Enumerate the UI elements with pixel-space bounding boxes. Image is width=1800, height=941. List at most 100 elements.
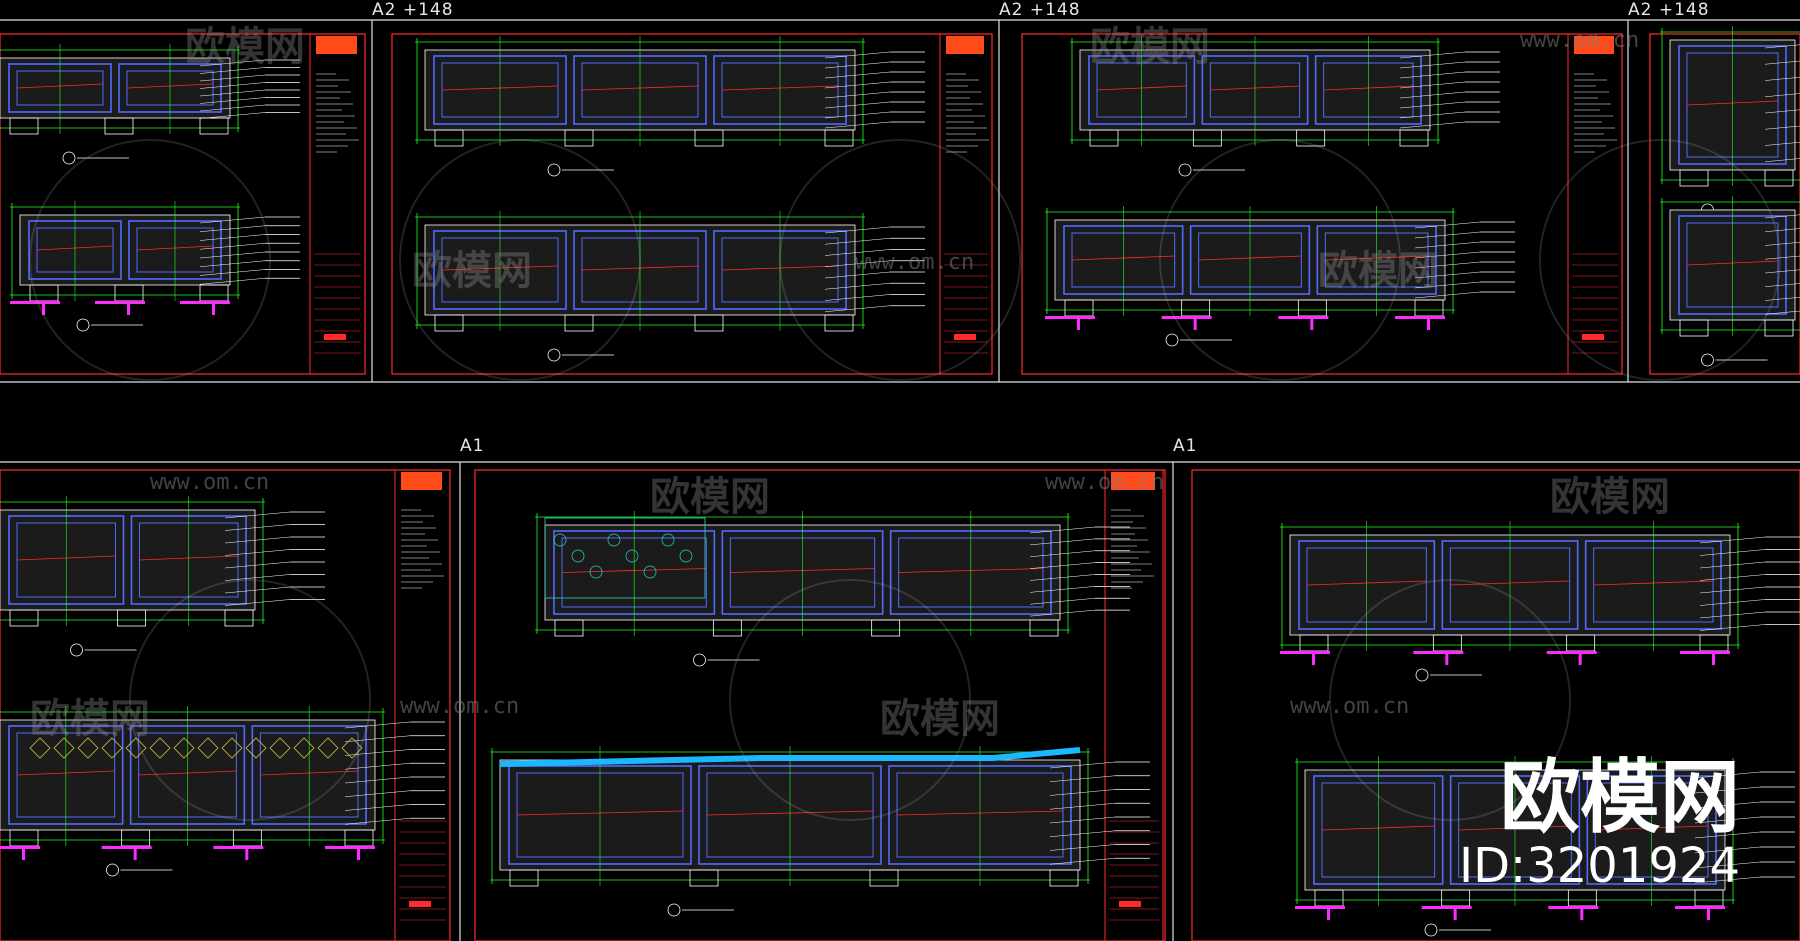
- leader-line: [1414, 261, 1481, 269]
- leader-line: [1699, 599, 1766, 606]
- support-block: [344, 829, 374, 847]
- support-block: [1679, 169, 1709, 187]
- section-drawing: [1045, 206, 1515, 347]
- magenta-footing: [1280, 651, 1330, 654]
- title-block: [1104, 469, 1164, 941]
- title-block: [309, 33, 366, 375]
- watermark-url: www.om.cn: [150, 470, 270, 495]
- leader-line: [344, 790, 411, 797]
- leader-line: [199, 251, 266, 259]
- support-block: [224, 609, 254, 627]
- magenta-footing: [1548, 906, 1599, 909]
- leader-line: [824, 271, 891, 279]
- magenta-footing: [1278, 316, 1329, 319]
- section-drawing: [1660, 26, 1800, 217]
- leader-line: [824, 101, 891, 109]
- support-block: [694, 129, 724, 147]
- support-block: [434, 314, 464, 332]
- leader-line: [1764, 297, 1800, 301]
- leader-line: [344, 763, 411, 770]
- leader-line: [224, 511, 291, 519]
- watermark-logo: 欧模网: [30, 696, 150, 742]
- pavement-tile: [173, 737, 195, 759]
- leader-line: [344, 818, 411, 825]
- leader-line: [824, 260, 891, 267]
- support-block: [1432, 634, 1462, 652]
- magenta-post: [42, 301, 45, 315]
- support-block: [1764, 169, 1794, 187]
- title-block-frame: [1567, 33, 1623, 375]
- leader-line: [1764, 283, 1800, 287]
- section-drawing: [1660, 196, 1800, 367]
- leader-line: [199, 112, 266, 119]
- watermark-rings: [29, 139, 1781, 821]
- leader-line: [1029, 609, 1096, 617]
- section-marker: [1701, 353, 1714, 367]
- title-block-logo: [946, 36, 984, 54]
- support-block: [1699, 634, 1729, 652]
- pavement-tile: [293, 737, 315, 759]
- watermark-url: www.om.cn: [1045, 470, 1165, 495]
- leader-line: [1414, 241, 1481, 249]
- leader-line: [824, 283, 891, 290]
- section-drawing: [0, 706, 445, 877]
- drawing-frame: [1191, 469, 1800, 941]
- watermark-logo: 欧模网: [1550, 474, 1670, 520]
- watermark-ring: [129, 579, 371, 821]
- magenta-post: [1077, 316, 1080, 330]
- magenta-post: [1453, 906, 1457, 920]
- leader-line: [1049, 803, 1116, 810]
- magenta-post: [357, 846, 360, 860]
- magenta-footing: [1045, 316, 1095, 319]
- pavement-pattern: [29, 517, 706, 759]
- title-block-stamp: [409, 901, 431, 907]
- sheet-label-top-2: A2 +148: [999, 0, 1081, 20]
- section-drawing: [415, 211, 925, 362]
- support-block: [689, 869, 719, 887]
- leader-line: [1699, 536, 1766, 544]
- watermark-ring: [1329, 579, 1571, 821]
- leader-line: [1414, 231, 1481, 239]
- support-block: [1314, 889, 1344, 907]
- magenta-post: [1445, 651, 1449, 665]
- leader-line: [1694, 846, 1761, 854]
- section-drawing: [0, 44, 300, 165]
- leader-line: [1764, 255, 1800, 260]
- pavement-tile: [29, 737, 51, 759]
- magenta-post: [127, 301, 130, 315]
- leader-line: [1029, 538, 1096, 546]
- leader-line: [224, 549, 291, 556]
- leader-line: [1049, 789, 1116, 796]
- magenta-post: [245, 846, 249, 860]
- watermark-logo: 欧模网: [185, 24, 305, 70]
- title-block-stamp: [1119, 901, 1141, 907]
- planting-shrub: [571, 549, 585, 563]
- support-block: [509, 869, 539, 887]
- section-marker: [1424, 923, 1438, 937]
- leader-line: [824, 121, 891, 129]
- sheet-label-top-1: A2 +148: [372, 0, 454, 20]
- magenta-footing: [101, 846, 152, 849]
- support-block: [9, 117, 39, 135]
- leader-line: [824, 61, 891, 69]
- watermark-ring: [729, 579, 971, 821]
- leader-line: [199, 225, 266, 232]
- pavement-tile: [53, 737, 75, 759]
- section-drawing: [490, 746, 1150, 917]
- support-block: [1064, 299, 1094, 317]
- leader-line: [824, 51, 891, 59]
- support-block: [1679, 319, 1709, 337]
- support-block: [1296, 129, 1326, 147]
- support-block: [1299, 634, 1329, 652]
- title-block-frame: [394, 469, 451, 941]
- magenta-footing: [325, 846, 375, 849]
- leader-line: [1049, 816, 1116, 824]
- leader-line: [1764, 228, 1800, 232]
- leader-line: [199, 104, 266, 112]
- title-block: [1567, 33, 1623, 375]
- pavement-tile: [149, 737, 171, 759]
- magenta-footing: [95, 301, 145, 304]
- leader-line: [1029, 550, 1096, 557]
- leader-line: [1694, 876, 1761, 884]
